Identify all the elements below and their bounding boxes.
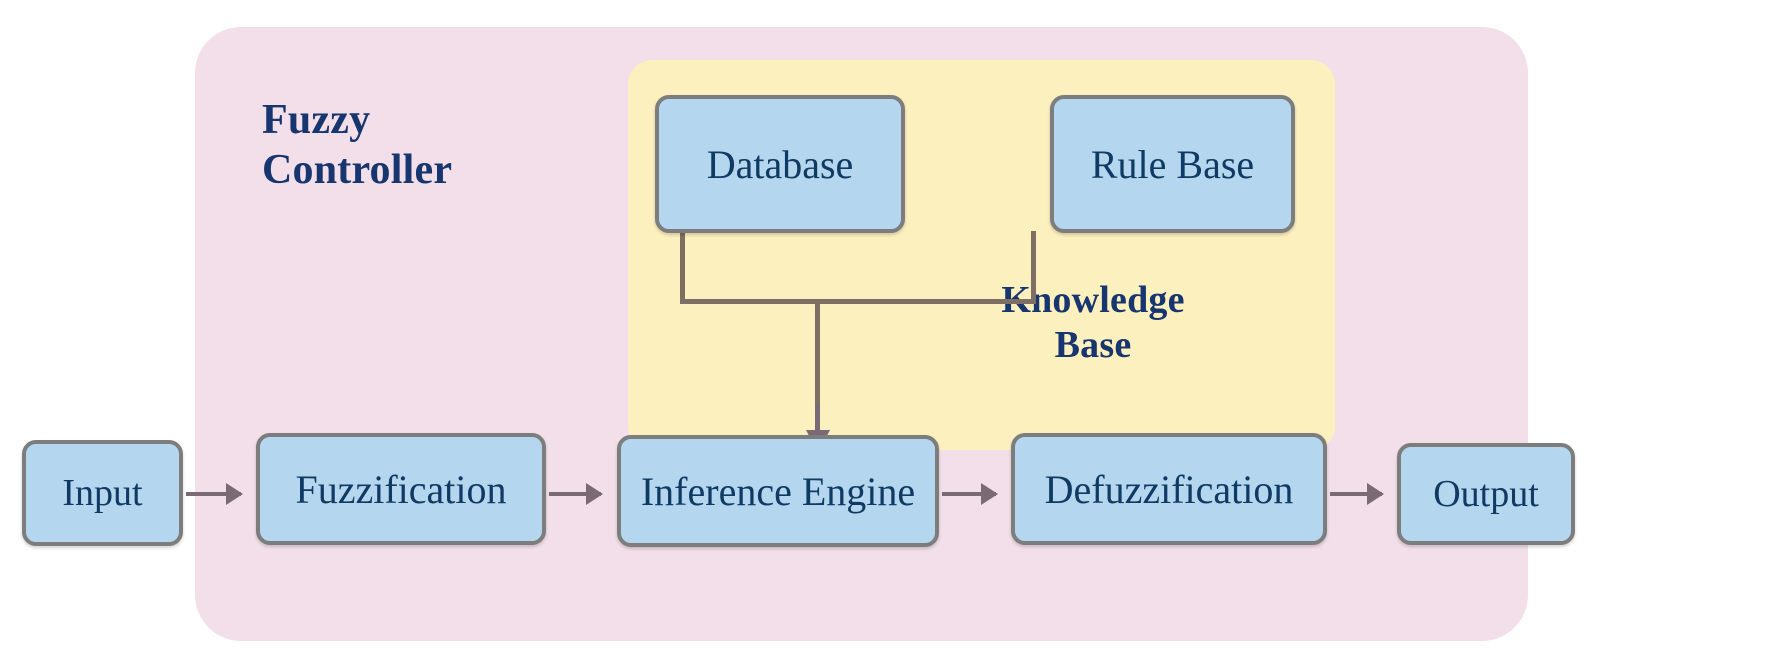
- connector-knowledge-base-drop: [815, 299, 820, 434]
- arrow-inference-engine-to-defuzzification: [942, 492, 996, 496]
- node-defuzzification[interactable]: Defuzzification: [1011, 433, 1327, 545]
- arrow-knowledge-base-to-inference-engine: [815, 404, 820, 431]
- fuzzy-controller-label: Fuzzy Controller: [262, 96, 542, 195]
- node-database-label: Database: [706, 141, 854, 187]
- node-input[interactable]: Input: [22, 440, 183, 546]
- arrow-fuzzification-to-inference-engine: [549, 492, 601, 496]
- node-output[interactable]: Output: [1397, 443, 1575, 545]
- node-defuzzification-label: Defuzzification: [1044, 466, 1294, 512]
- node-rule-base[interactable]: Rule Base: [1050, 95, 1295, 233]
- connector-database-stub: [680, 231, 685, 303]
- node-fuzzification[interactable]: Fuzzification: [256, 433, 546, 545]
- node-rule-base-label: Rule Base: [1090, 141, 1255, 187]
- node-fuzzification-label: Fuzzification: [295, 466, 507, 512]
- node-output-label: Output: [1433, 473, 1539, 515]
- knowledge-base-label-line2: Base: [1054, 323, 1132, 366]
- connector-rule-base-stub: [1031, 231, 1036, 303]
- arrow-input-to-fuzzification: [186, 492, 241, 496]
- node-inference-engine[interactable]: Inference Engine: [617, 435, 939, 547]
- connector-knowledge-base-bar: [680, 299, 1036, 304]
- fuzzy-controller-label-line2: Controller: [262, 146, 453, 193]
- fuzzy-controller-label-line1: Fuzzy: [262, 97, 371, 143]
- knowledge-base-label: Knowledge Base: [938, 278, 1248, 368]
- arrow-defuzzification-to-output: [1330, 492, 1382, 496]
- node-inference-engine-label: Inference Engine: [640, 468, 916, 514]
- node-input-label: Input: [62, 472, 143, 514]
- node-database[interactable]: Database: [655, 95, 905, 233]
